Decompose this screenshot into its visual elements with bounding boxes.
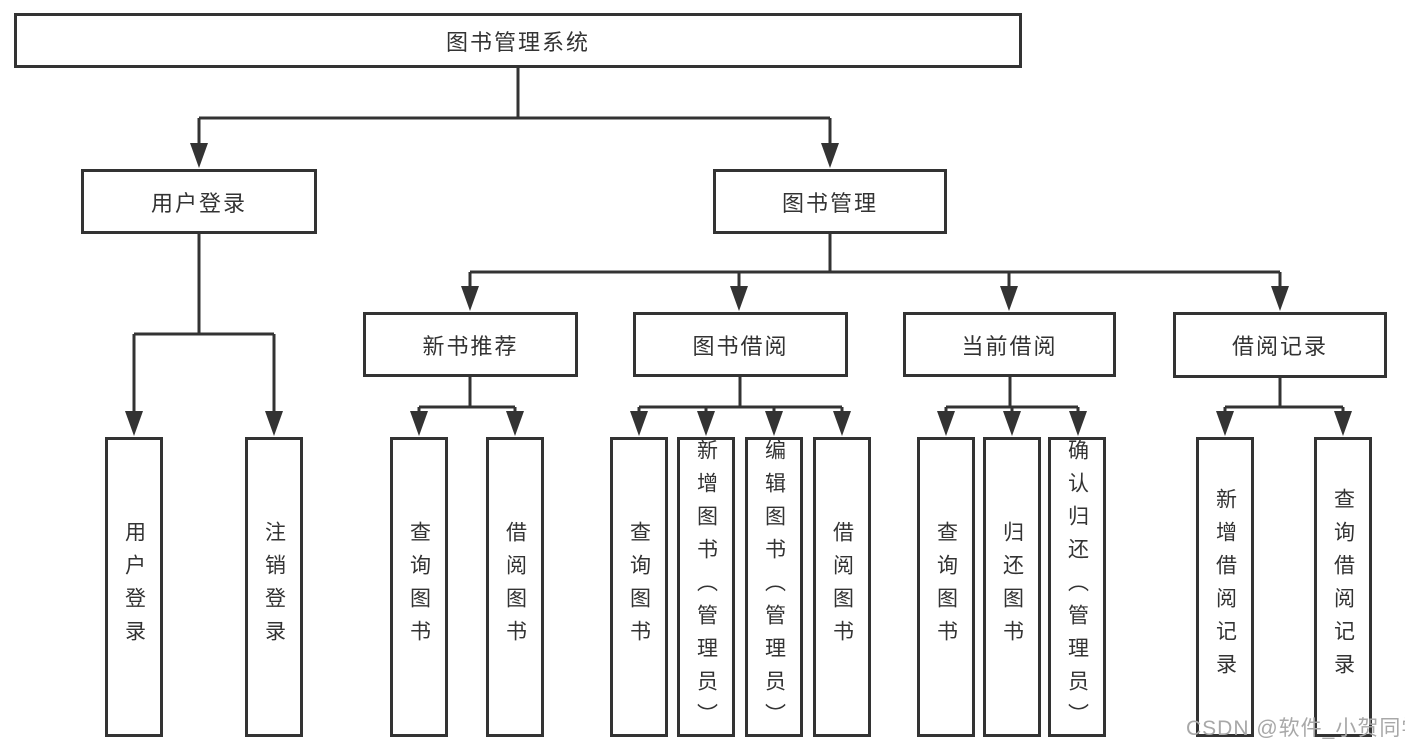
leaf-label: 查询图书 [934, 521, 958, 653]
node-borrow-records: 借阅记录 [1173, 312, 1387, 378]
arrow-down-icon [190, 143, 208, 168]
arrow-down-icon [765, 411, 783, 436]
leaf-label: 新增借阅记录 [1213, 488, 1237, 686]
arrow-down-icon [125, 411, 143, 436]
leaf-confirm-return-admin: 确认归还（管理员） [1048, 437, 1106, 737]
leaf-label: 查询借阅记录 [1331, 488, 1355, 686]
node-book-management: 图书管理 [713, 169, 947, 234]
leaf-query-books: 查询图书 [610, 437, 668, 737]
arrow-down-icon [1003, 411, 1021, 436]
arrow-down-icon [821, 143, 839, 168]
arrow-down-icon [410, 411, 428, 436]
leaf-label: 查询图书 [627, 521, 651, 653]
arrow-down-icon [506, 411, 524, 436]
leaf-label: 新增图书（管理员） [694, 438, 718, 736]
leaf-label: 确认归还（管理员） [1065, 438, 1089, 736]
arrow-down-icon [937, 411, 955, 436]
leaf-label: 注销登录 [262, 521, 286, 653]
leaf-edit-book-admin: 编辑图书（管理员） [745, 437, 803, 737]
leaf-label: 编辑图书（管理员） [762, 438, 786, 736]
leaf-add-book-admin: 新增图书（管理员） [677, 437, 735, 737]
leaf-label: 归还图书 [1000, 521, 1024, 653]
arrow-down-icon [1271, 286, 1289, 311]
leaf-query-books: 查询图书 [390, 437, 448, 737]
leaf-label: 用户登录 [122, 521, 146, 653]
leaf-query-borrow-record: 查询借阅记录 [1314, 437, 1372, 737]
node-library-management-system: 图书管理系统 [14, 13, 1022, 68]
node-current-borrowing: 当前借阅 [903, 312, 1116, 377]
node-new-book-recommendation: 新书推荐 [363, 312, 578, 377]
node-book-borrowing: 图书借阅 [633, 312, 848, 377]
leaf-return-book: 归还图书 [983, 437, 1041, 737]
leaf-borrow-books: 借阅图书 [813, 437, 871, 737]
arrow-down-icon [833, 411, 851, 436]
arrow-down-icon [1000, 286, 1018, 311]
leaf-label: 借阅图书 [830, 521, 854, 653]
leaf-label: 借阅图书 [503, 521, 527, 653]
csdn-watermark: CSDN @软件_小贺同学 [1186, 717, 1405, 740]
arrow-down-icon [1334, 411, 1352, 436]
arrow-down-icon [730, 286, 748, 311]
arrow-down-icon [1216, 411, 1234, 436]
leaf-borrow-books: 借阅图书 [486, 437, 544, 737]
leaf-query-books: 查询图书 [917, 437, 975, 737]
leaf-user-login: 用户登录 [105, 437, 163, 737]
arrow-down-icon [265, 411, 283, 436]
leaf-logout: 注销登录 [245, 437, 303, 737]
arrow-down-icon [630, 411, 648, 436]
arrow-down-icon [1069, 411, 1087, 436]
arrow-down-icon [461, 286, 479, 311]
node-user-login: 用户登录 [81, 169, 317, 234]
arrow-down-icon [697, 411, 715, 436]
leaf-add-borrow-record: 新增借阅记录 [1196, 437, 1254, 737]
leaf-label: 查询图书 [407, 521, 431, 653]
